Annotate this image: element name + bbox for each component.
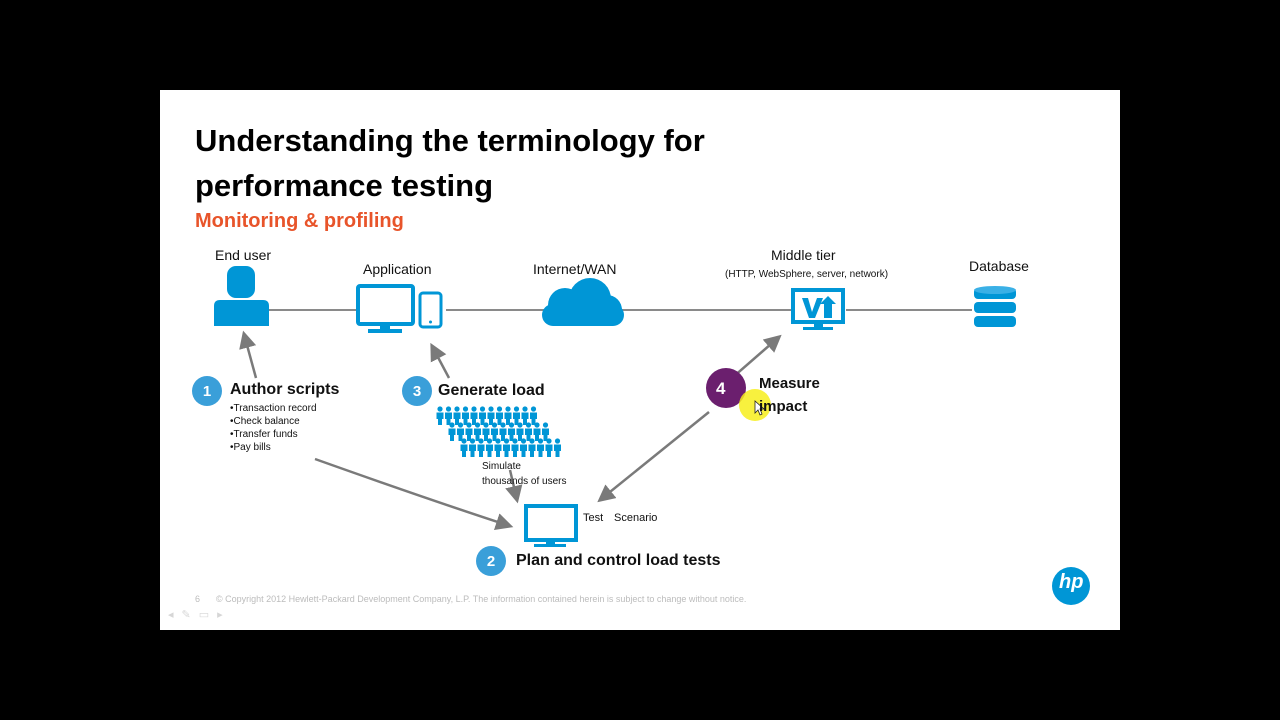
- scenario-label: Scenario: [614, 512, 658, 524]
- tier-label-application: Application: [363, 261, 432, 277]
- arrow-load-to-application: [430, 342, 451, 379]
- virtual-user-icon: [537, 438, 544, 457]
- virtual-user-icon: [453, 406, 461, 425]
- virtual-user-icon: [436, 406, 444, 425]
- slide-title: Understanding the terminology for perfor…: [195, 123, 705, 203]
- virtual-user-icon: [499, 422, 507, 441]
- step-4-label: Measure impact: [759, 375, 820, 415]
- cursor-pointer-icon: [754, 400, 766, 416]
- virtual-user-icon: [503, 438, 510, 457]
- step-1-label: Author scripts: [230, 381, 340, 398]
- list-item: Transaction record: [230, 402, 317, 415]
- copyright-footer: © Copyright 2012 Hewlett-Packard Develop…: [216, 594, 747, 604]
- database-icon: [974, 286, 1016, 327]
- server-monitor-icon: [791, 288, 845, 330]
- virtual-user-icon: [470, 406, 478, 425]
- arrow-scripts-to-user: [239, 330, 258, 379]
- step-1-badge: 1: [192, 376, 222, 406]
- step-3-badge: 3: [402, 376, 432, 406]
- virtual-user-icon: [496, 406, 503, 425]
- virtual-user-icon: [516, 422, 524, 441]
- step-4-badge: [706, 368, 746, 408]
- virtual-user-icon: [542, 422, 549, 441]
- diagram-graphics: [214, 266, 1090, 605]
- tier-label-end-user: End user: [215, 247, 272, 263]
- virtual-user-icon: [525, 422, 532, 441]
- desktop-icon: [356, 284, 415, 333]
- virtual-user-icon: [520, 438, 527, 457]
- virtual-user-icon: [487, 406, 495, 425]
- slide-subtitle: Monitoring & profiling: [195, 210, 404, 232]
- virtual-user-icon: [462, 406, 469, 425]
- user-icon: [214, 266, 269, 326]
- virtual-user-icon: [445, 406, 452, 425]
- virtual-user-icon: [521, 406, 529, 425]
- tier-label-internet: Internet/WAN: [533, 261, 617, 277]
- test-label: Test: [583, 512, 604, 524]
- controller-monitor-icon: [524, 504, 578, 547]
- step-2-badge: 2: [476, 546, 506, 576]
- page-number: 6: [195, 594, 201, 604]
- arrow-measure-to-controller: [597, 411, 710, 503]
- virtual-user-icon: [511, 438, 519, 457]
- step-3-note: Simulate thousands of users: [482, 461, 567, 487]
- hp-logo: [1052, 567, 1090, 605]
- virtual-user-icon: [513, 406, 520, 425]
- tier-label-database: Database: [969, 258, 1029, 274]
- tablet-icon: [418, 291, 443, 329]
- virtual-user-icon: [504, 406, 512, 425]
- slideshow-controls[interactable]: ◂✎▭▸: [168, 609, 231, 621]
- step-3-label: Generate load: [438, 382, 545, 399]
- virtual-user-icon: [545, 438, 553, 457]
- hp-logo-text: hp: [1059, 571, 1084, 593]
- virtual-user-icon: [491, 422, 498, 441]
- cloud-icon: [542, 278, 624, 326]
- virtual-user-icon: [474, 422, 481, 441]
- virtual-user-icon: [469, 438, 476, 457]
- arrow-scripts-to-controller: [314, 457, 514, 530]
- virtual-user-icon: [482, 422, 490, 441]
- virtual-user-icon: [465, 422, 473, 441]
- virtual-user-icon: [460, 438, 468, 457]
- list-item: Pay bills: [230, 441, 317, 454]
- slide: Understanding the terminology for perfor…: [160, 90, 1120, 630]
- tier-detail-middle-tier: (HTTP, WebSphere, server, network): [725, 269, 889, 280]
- virtual-user-icon: [530, 406, 537, 425]
- step-2-label: Plan and control load tests: [516, 552, 721, 569]
- virtual-user-icon: [448, 422, 456, 441]
- virtual-user-icon: [528, 438, 536, 457]
- virtual-user-icon: [494, 438, 502, 457]
- step-4-number: 4: [716, 379, 726, 398]
- virtual-user-icon: [554, 438, 561, 457]
- step-1-list: Transaction record Check balance Transfe…: [230, 402, 317, 454]
- virtual-user-icon: [457, 422, 464, 441]
- list-item: Check balance: [230, 415, 317, 428]
- list-item: Transfer funds: [230, 428, 317, 441]
- arrow-users-to-controller: [505, 469, 523, 504]
- virtual-user-icon: [479, 406, 486, 425]
- tier-label-middle-tier: Middle tier: [771, 247, 836, 263]
- virtual-user-icon: [508, 422, 515, 441]
- virtual-user-icon: [486, 438, 493, 457]
- virtual-user-icon: [477, 438, 485, 457]
- virtual-user-icon: [533, 422, 541, 441]
